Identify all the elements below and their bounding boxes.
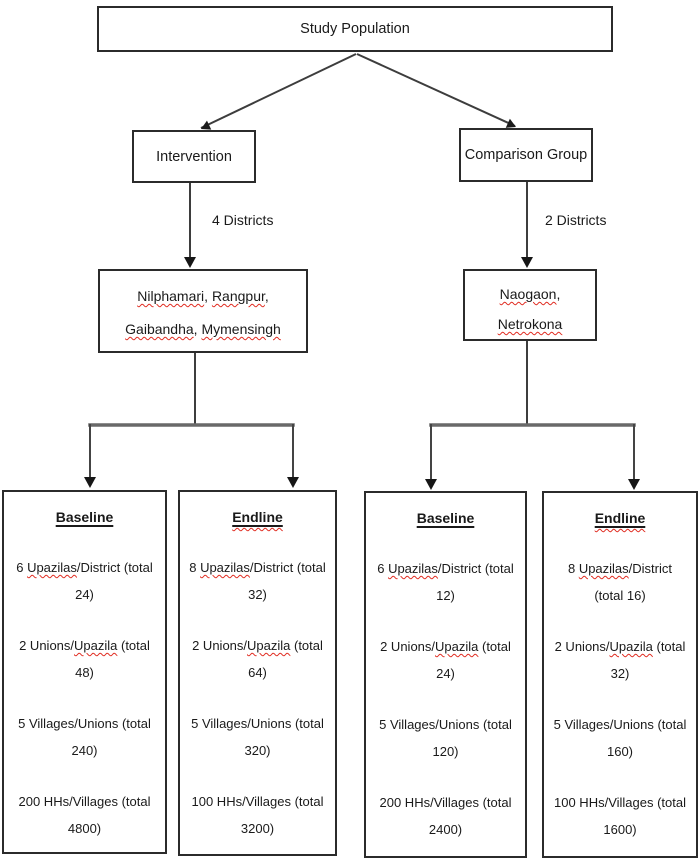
arrowhead-cell-1 [84, 477, 96, 488]
cell-comparison-endline: Endline 8 Upazilas/District(total 16) 2 … [542, 491, 698, 858]
arrowhead-cell-3 [425, 479, 437, 490]
cell-header: Baseline [416, 510, 475, 526]
comparison-districts-line1: Naogaon, [499, 286, 561, 302]
edge-root-to-comparison [356, 53, 516, 127]
comparison-group-label: Comparison Group [464, 147, 588, 163]
arrowhead-left-districts [184, 257, 196, 268]
comparison-districts-line2: Netrokona [497, 316, 563, 332]
cell-item: 8 Upazilas/District(total 16) [567, 561, 673, 603]
edge-root-to-intervention [200, 53, 357, 129]
arrowhead-right-districts [521, 257, 533, 268]
comparison-districts-box: Naogaon, Netrokona [463, 269, 597, 341]
cell-header: Endline [232, 509, 283, 525]
districts-count-label-comparison: 2 Districts [545, 212, 607, 228]
districts-count-label-intervention: 4 Districts [212, 212, 274, 228]
cell-header: Baseline [55, 509, 114, 525]
intervention-box: Intervention [132, 130, 256, 183]
cell-header: Endline [594, 510, 646, 526]
intervention-districts-line2: Gaibandha, Mymensingh [125, 321, 281, 337]
intervention-districts-line1: Nilphamari, Rangpur, [137, 288, 269, 304]
arrowhead-cell-2 [287, 477, 299, 488]
study-population-label: Study Population [300, 21, 410, 37]
arrowhead-cell-4 [628, 479, 640, 490]
drop-lines [89, 424, 635, 481]
study-population-box: Study Population [97, 6, 613, 52]
intervention-label: Intervention [156, 148, 232, 165]
intervention-districts-box: Nilphamari, Rangpur, Gaibandha, Mymensin… [98, 269, 308, 353]
comparison-group-box: Comparison Group [459, 128, 593, 182]
branch-diagonals [200, 53, 516, 129]
